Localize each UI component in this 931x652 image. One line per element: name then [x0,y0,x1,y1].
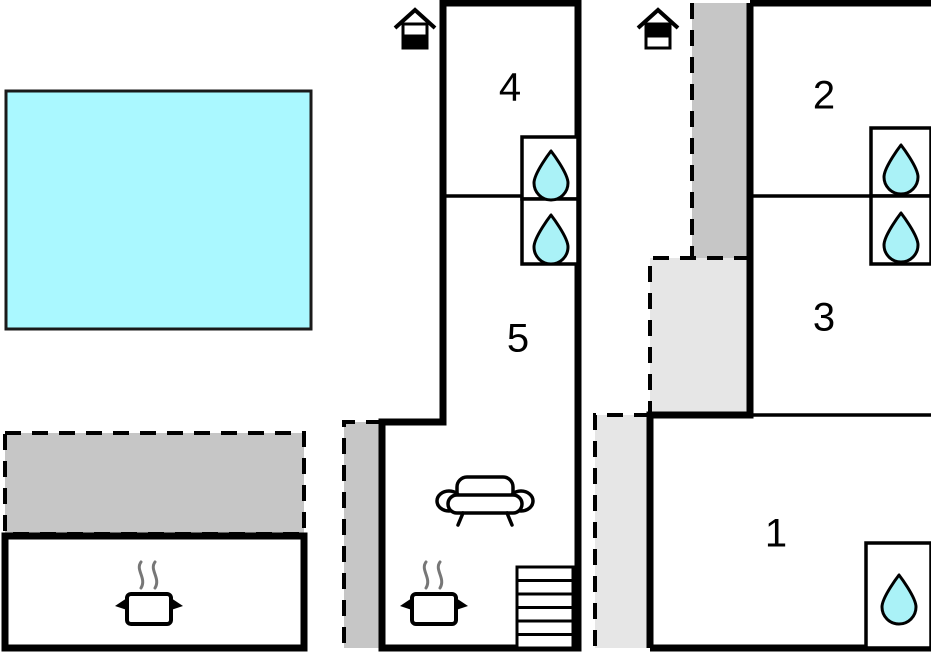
terrace-light-right-mid-outline [648,256,750,415]
room-number-4: 4 [499,66,521,110]
center-building-floor [382,3,578,648]
room-number-1: 1 [765,512,787,556]
room-number-3: 3 [813,296,835,340]
entrance-house-icon [636,7,680,50]
left-building [1,532,308,652]
terrace-light-right-mid [650,258,750,415]
terrace-dark-left [5,433,304,534]
terrace-light-right-lower [595,415,650,648]
shaded-terraces [3,3,750,652]
terrace-dark-right-upper [692,3,750,258]
terrace-dark-center [344,422,382,648]
terrace-light-right-lower-outline [593,413,650,652]
room-number-5: 5 [507,317,529,361]
entrance-house-icon [393,7,437,50]
center-building-walls [378,0,582,652]
right-building-floor [650,3,931,648]
swimming-pool [4,89,313,331]
right-building [646,0,931,652]
terrace-dark-center-outline [342,420,382,652]
room-number-2: 2 [813,74,835,118]
staircase-icon [515,565,575,650]
right-bath-bottom [864,541,931,650]
pool-water [4,89,313,331]
center-building [378,0,582,652]
left-building-walls [1,532,308,652]
